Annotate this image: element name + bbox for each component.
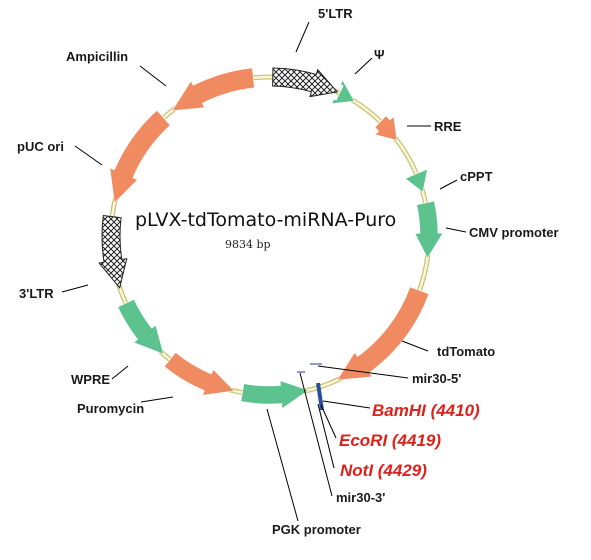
feature-arrow-puc-ori <box>109 109 171 204</box>
feature-arrow-cmv-promoter <box>414 200 444 259</box>
label-cppt: cPPT <box>460 169 493 184</box>
label-cmv-promoter: CMV promoter <box>469 225 559 240</box>
label-3ltr: 3'LTR <box>19 286 54 301</box>
plasmid-name: pLVX-tdTomato-miRNA-Puro <box>135 209 396 231</box>
site-bamhi: BamHI (4410) <box>372 401 480 420</box>
feature-arrow-ampicillin <box>171 67 255 112</box>
label-rre: RRE <box>434 119 462 134</box>
label-mir30-5: mir30-5' <box>412 371 461 386</box>
label-pgk-promoter: PGK promoter <box>272 522 361 537</box>
label-mir30-3: mir30-3' <box>336 490 385 505</box>
site-noti: NotI (4429) <box>340 461 427 480</box>
label-ampicillin: Ampicillin <box>66 49 128 64</box>
feature-arrow-5-ltr <box>272 67 339 98</box>
feature-arrow-rre <box>374 115 398 141</box>
leader-lines <box>61 21 467 522</box>
label-5ltr: 5'LTR <box>318 6 353 21</box>
plasmid-size: 9834 bp <box>225 238 271 251</box>
label-puc-ori: pUC ori <box>17 139 64 154</box>
site-ecori: EcoRI (4419) <box>339 431 441 450</box>
feature-arrow-pgk-promoter <box>240 380 310 410</box>
label-wpre: WPRE <box>71 372 110 387</box>
feature-arrow-wpre <box>117 298 165 355</box>
feature-arrow- <box>331 79 355 105</box>
feature-arcs <box>98 67 444 410</box>
feature-arrow-puromycin <box>163 352 235 396</box>
feature-arrow-tdtomato <box>336 286 430 381</box>
feature-arrow-3-ltr <box>98 214 128 289</box>
label-tdtomato: tdTomato <box>437 344 495 359</box>
label-puromycin: Puromycin <box>77 401 144 416</box>
label-psi: Ψ <box>374 47 385 62</box>
feature-arrow-cppt <box>404 168 428 193</box>
